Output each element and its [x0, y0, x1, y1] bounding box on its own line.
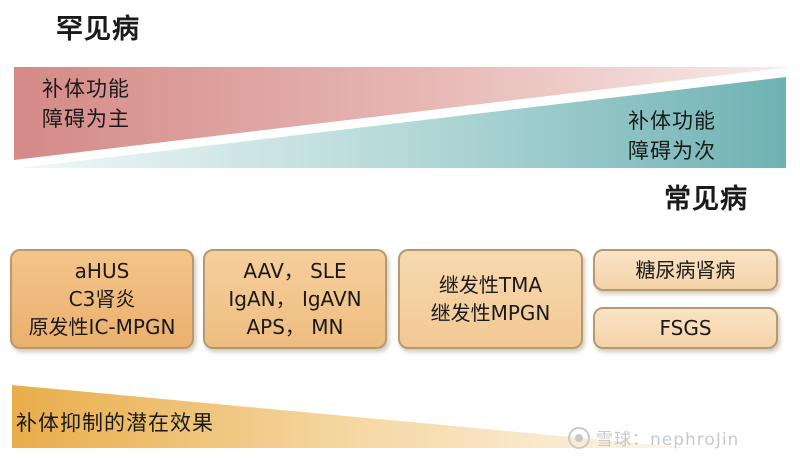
disease-box-autoimmune: AAV， SLE IgAN， IgAVN APS， MN — [203, 249, 387, 349]
disease-box-fsgs: FSGS — [593, 307, 778, 349]
rare-disease-heading: 罕见病 — [56, 14, 140, 45]
watermark-text: 雪球：nephroJin — [596, 430, 740, 450]
disease-box-secondary: 继发性TMA 继发性MPGN — [398, 249, 583, 349]
snowball-logo-icon — [568, 426, 590, 449]
box-line: AAV， SLE — [243, 259, 347, 283]
secondary-dysfunction-label: 补体功能 障碍为次 — [628, 106, 716, 166]
box-line: 继发性TMA — [438, 273, 543, 297]
watermark: 雪球：nephroJin — [568, 425, 739, 450]
primary-dysfunction-label: 补体功能 障碍为主 — [42, 74, 130, 134]
box-line: 原发性IC-MPGN — [28, 315, 176, 339]
box-line: C3肾炎 — [68, 287, 136, 311]
box-line: FSGS — [659, 316, 712, 340]
box-line: 糖尿病肾病 — [635, 258, 736, 282]
box-line: 继发性MPGN — [430, 301, 551, 325]
box-line: IgAN， IgAVN — [228, 287, 362, 311]
label-line: 障碍为主 — [42, 107, 130, 131]
secondary-wedge — [20, 77, 786, 168]
label-line: 补体功能 — [628, 109, 716, 133]
complement-inhibition-label: 补体抑制的潜在效果 — [16, 411, 214, 435]
label-line: 补体功能 — [42, 77, 130, 101]
common-disease-heading: 常见病 — [664, 184, 748, 215]
complement-inhibition-wedge — [12, 385, 690, 448]
disease-box-diabetic-nephropathy: 糖尿病肾病 — [593, 249, 778, 291]
rare-dominant-wedge — [14, 67, 790, 160]
disease-box-rare-primary: aHUS C3肾炎 原发性IC-MPGN — [10, 249, 194, 349]
label-line: 障碍为次 — [628, 139, 716, 163]
box-line: aHUS — [74, 259, 130, 283]
box-line: APS， MN — [246, 315, 344, 339]
